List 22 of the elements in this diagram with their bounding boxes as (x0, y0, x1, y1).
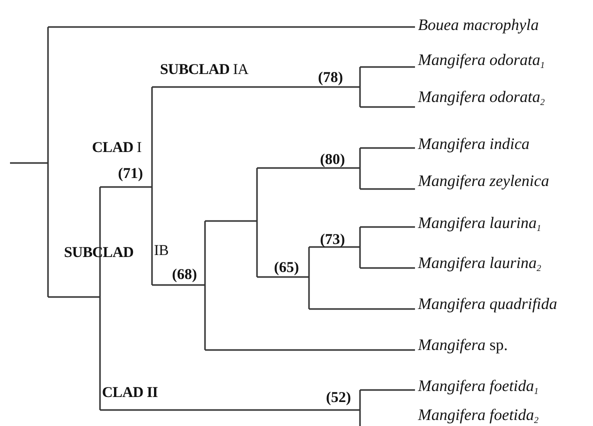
species-label: Mangifera odorata$_{1}$ (418, 52, 545, 70)
bootstrap-value: (78) (318, 70, 343, 87)
species-label: Mangifera indica (418, 136, 530, 154)
clade-label: CLAD I (92, 140, 142, 157)
clade-label: IB (154, 243, 168, 260)
bootstrap-value: (52) (326, 390, 351, 407)
species-label: Mangifera laurina$_{1}$ (418, 215, 542, 233)
species-label: Mangifera foetida$_{1}$ (418, 378, 538, 396)
bootstrap-value: (68) (172, 267, 197, 284)
species-label: Mangifera quadrifida (418, 296, 558, 314)
bootstrap-value: (73) (320, 232, 345, 249)
species-label: Mangifera zeylenica (418, 173, 550, 191)
species-label: Mangifera foetida$_{2}$ (418, 407, 538, 425)
clade-label: CLAD II (102, 385, 158, 402)
species-label: Bouea macrophyla (418, 17, 539, 35)
species-label: Mangifera sp. (418, 337, 508, 355)
bootstrap-value: (80) (320, 152, 345, 169)
species-label: Mangifera laurina$_{2}$ (418, 255, 542, 273)
bootstrap-value: (71) (118, 166, 143, 183)
bootstrap-value: (65) (274, 260, 299, 277)
species-label: Mangifera odorata$_{2}$ (418, 89, 545, 107)
clade-label: SUBCLAD IA (160, 62, 248, 79)
